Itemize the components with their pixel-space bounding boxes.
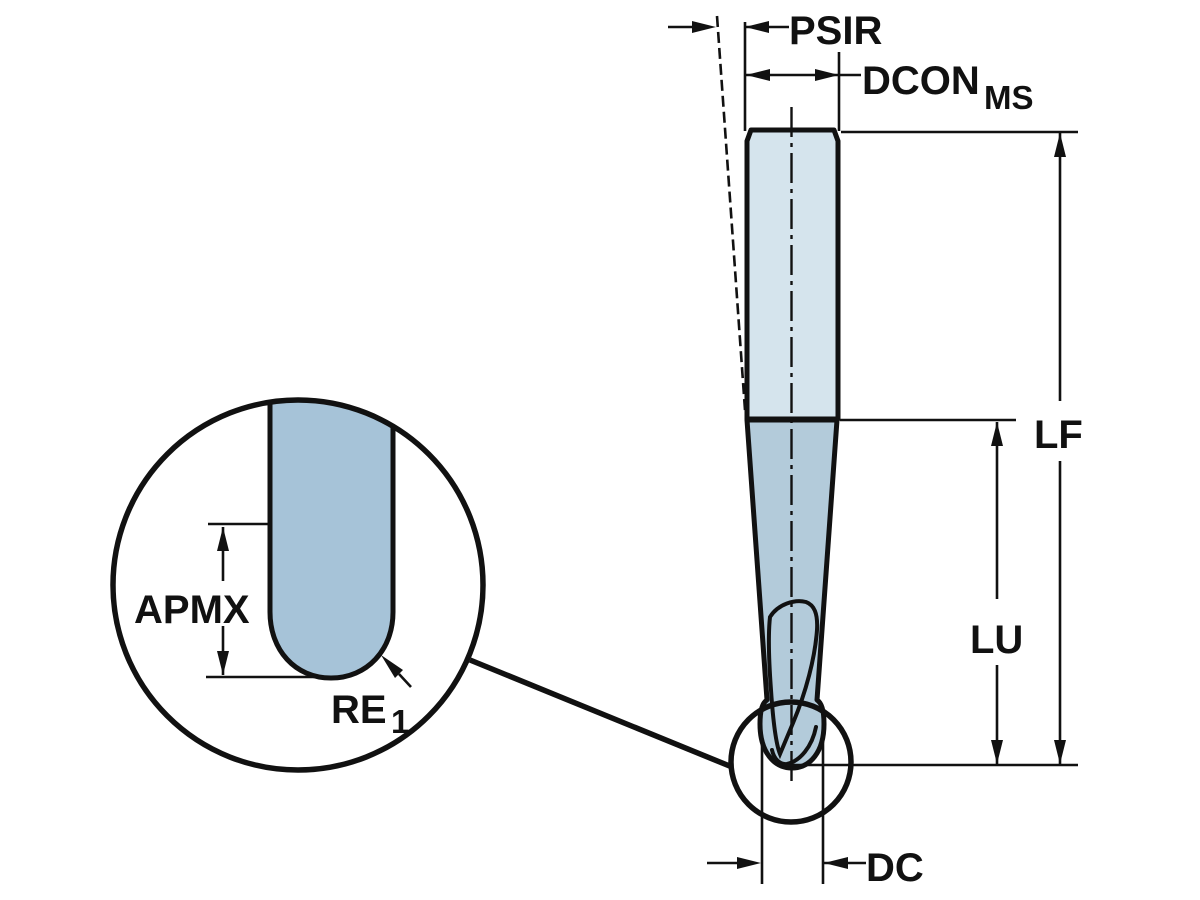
detail-callout: APMX RE 1 [110,397,854,825]
dcon-label: DCON [862,59,980,103]
flute-edge [766,599,820,760]
dc-arrowhead-right [824,857,848,869]
lu-arrowhead-bottom [991,740,1003,764]
magnified-ball-tip [267,400,396,681]
psir-arrowhead-right [745,21,769,33]
lf-label: LF [1034,413,1083,457]
lf-dimension: LF [841,130,1083,764]
dcon-subscript-label: MS [984,79,1034,116]
lf-arrowhead-top [1054,133,1066,157]
re1-arrowhead [381,655,403,678]
psir-dimension: PSIR [668,9,882,131]
apmx-arrowhead-top [217,527,229,551]
apmx-label: APMX [134,588,250,632]
lu-label: LU [970,618,1023,662]
re1-arrow-shaft [398,673,412,688]
dc-arrowhead-left [737,857,761,869]
psir-label: PSIR [789,9,882,53]
dcon-arrowhead-right [815,69,839,81]
taper-extension-dashed-line [715,15,747,411]
detail-zoom-circle [110,397,486,773]
milling-tool [744,107,841,783]
dcon-arrowhead-left [746,69,770,81]
lu-arrowhead-top [991,422,1003,446]
re1-subscript-label: 1 [391,703,409,740]
apmx-dimension: APMX [134,522,318,679]
dc-dimension: DC [707,737,924,890]
psir-arrowhead-left [692,21,716,33]
re1-label: RE [331,688,387,732]
tip-callout-circle [728,699,854,825]
lu-dimension: LU [840,418,1023,764]
re1-dimension: RE 1 [331,655,412,740]
apmx-arrowhead-bottom [217,651,229,675]
dcon-dimension: DCON MS [746,52,1034,131]
lf-arrowhead-bottom [1054,740,1066,764]
dc-label: DC [866,846,924,890]
zoom-leader-line [468,657,734,770]
